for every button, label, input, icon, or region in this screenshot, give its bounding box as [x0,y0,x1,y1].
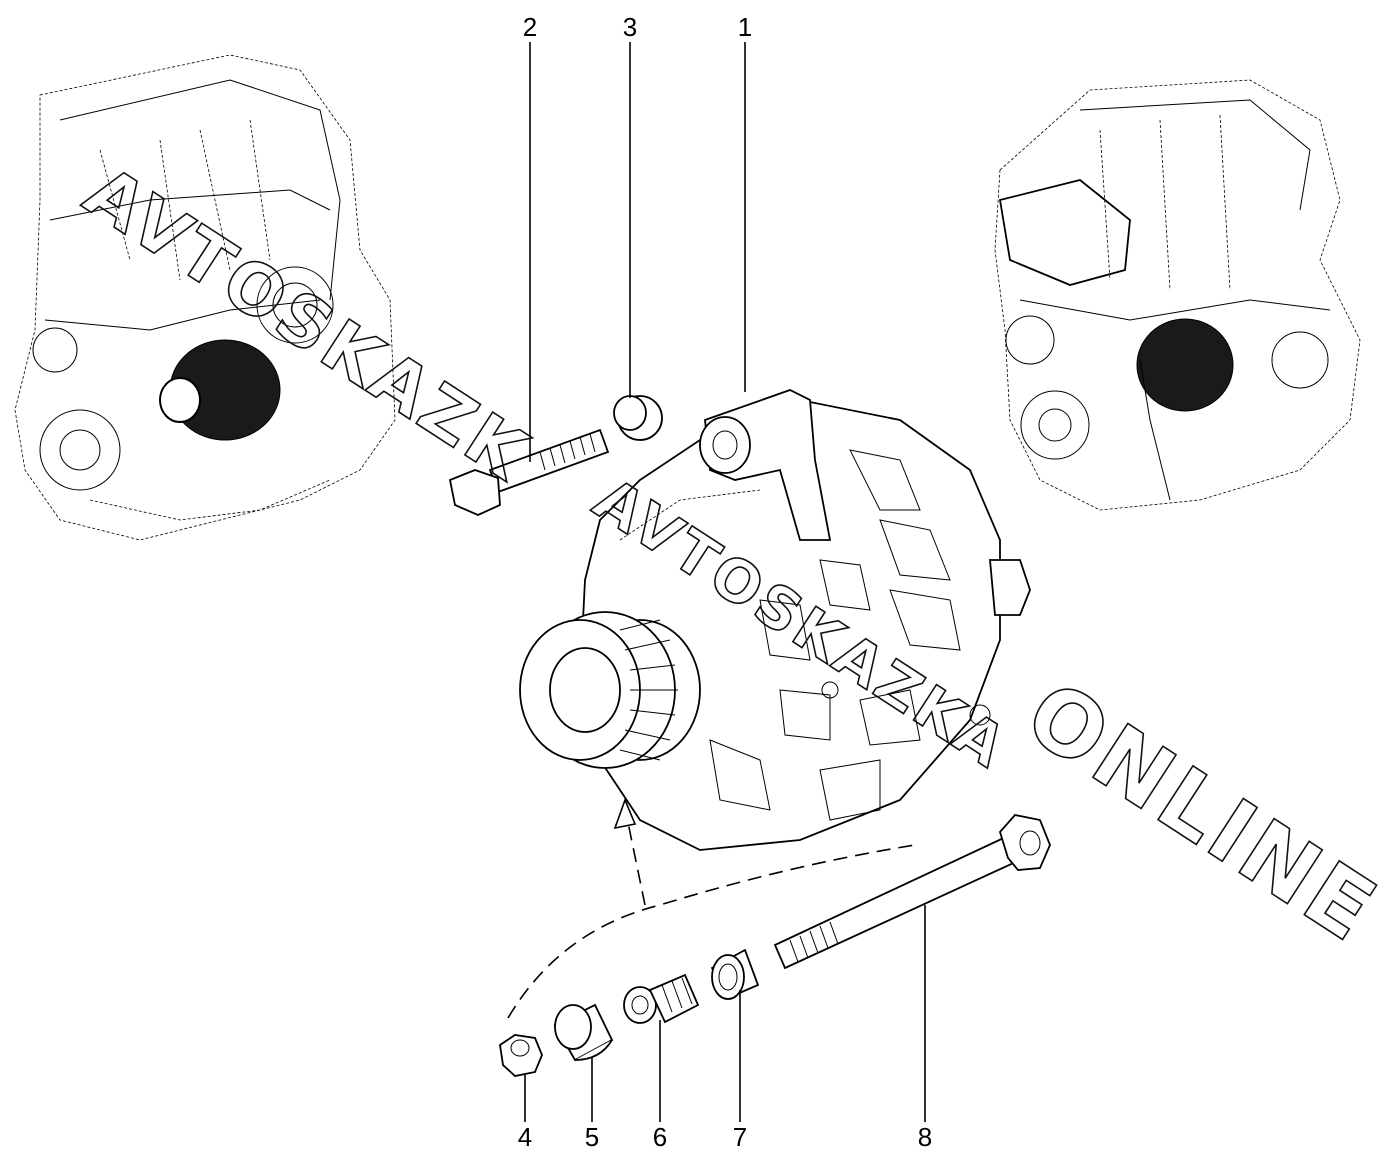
watermark-text-a: AVTOSKAZK [71,150,544,497]
right-engine-illustration [994,79,1361,511]
callout-7: 7 [733,1122,747,1152]
callout-1: 1 [738,12,752,42]
bolt-part-8[interactable] [773,814,1051,970]
watermark-text-c: ONLINE [1009,661,1388,963]
assembly-path [507,797,916,1019]
left-engine-illustration [14,54,396,541]
callout-8: 8 [918,1122,932,1152]
arrow-head-icon [613,797,637,830]
callout-5: 5 [585,1122,599,1152]
nut-part-4[interactable] [499,1034,543,1077]
leader-lines [524,42,926,1122]
callout-2: 2 [523,12,537,42]
alternator-part-1[interactable] [519,389,1031,851]
callout-6: 6 [653,1122,667,1152]
bushing-part-6[interactable] [623,973,700,1024]
bolt-part-2[interactable] [448,428,610,516]
bushing-part-3[interactable] [613,395,663,441]
bushing-part-7[interactable] [710,948,760,1000]
callout-4: 4 [518,1122,532,1152]
callout-3: 3 [623,12,637,42]
sleeve-part-5[interactable] [553,1003,614,1062]
